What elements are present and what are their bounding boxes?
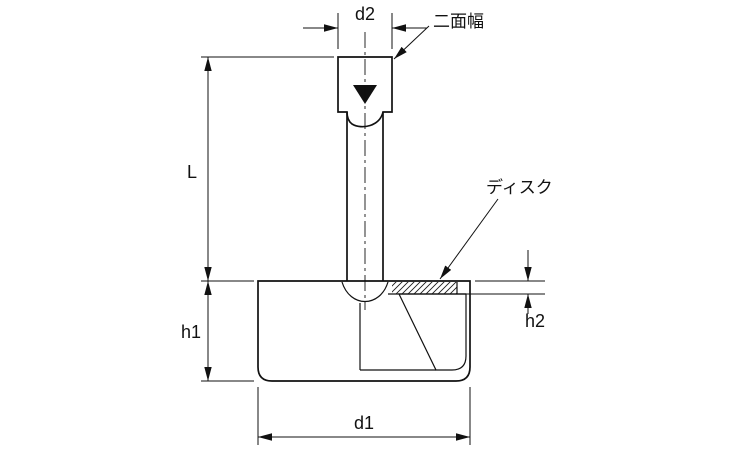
stem-ball-dome [341,281,389,303]
dim-label-h1: h1 [181,322,201,342]
note-flats: 二面幅 [393,12,484,60]
dimension-d2: d2 [303,4,427,49]
leader-line [439,198,499,280]
dimension-L: L [187,56,334,282]
note-disc-label: ディスク [486,177,553,197]
stem-ball-end [341,281,389,303]
dim-label-L: L [187,162,197,182]
hex-section [337,56,393,128]
dim-label-d2: d2 [355,4,375,24]
dim-label-d1: d1 [354,413,374,433]
dimension-h1: h1 [181,281,254,382]
disc-section [388,282,466,295]
base-outline [257,280,471,382]
base-section-crosshatch [398,293,467,371]
dimension-h2: h2 [462,250,545,331]
note-disc: ディスク [439,177,553,280]
disc-hatch [392,282,457,294]
dimension-d1: d1 [257,387,471,445]
note-flats-label: 二面幅 [433,12,484,31]
part-stem [346,112,384,281]
dim-label-h2: h2 [525,311,545,331]
part-base [257,280,471,382]
leader-line [393,25,430,60]
